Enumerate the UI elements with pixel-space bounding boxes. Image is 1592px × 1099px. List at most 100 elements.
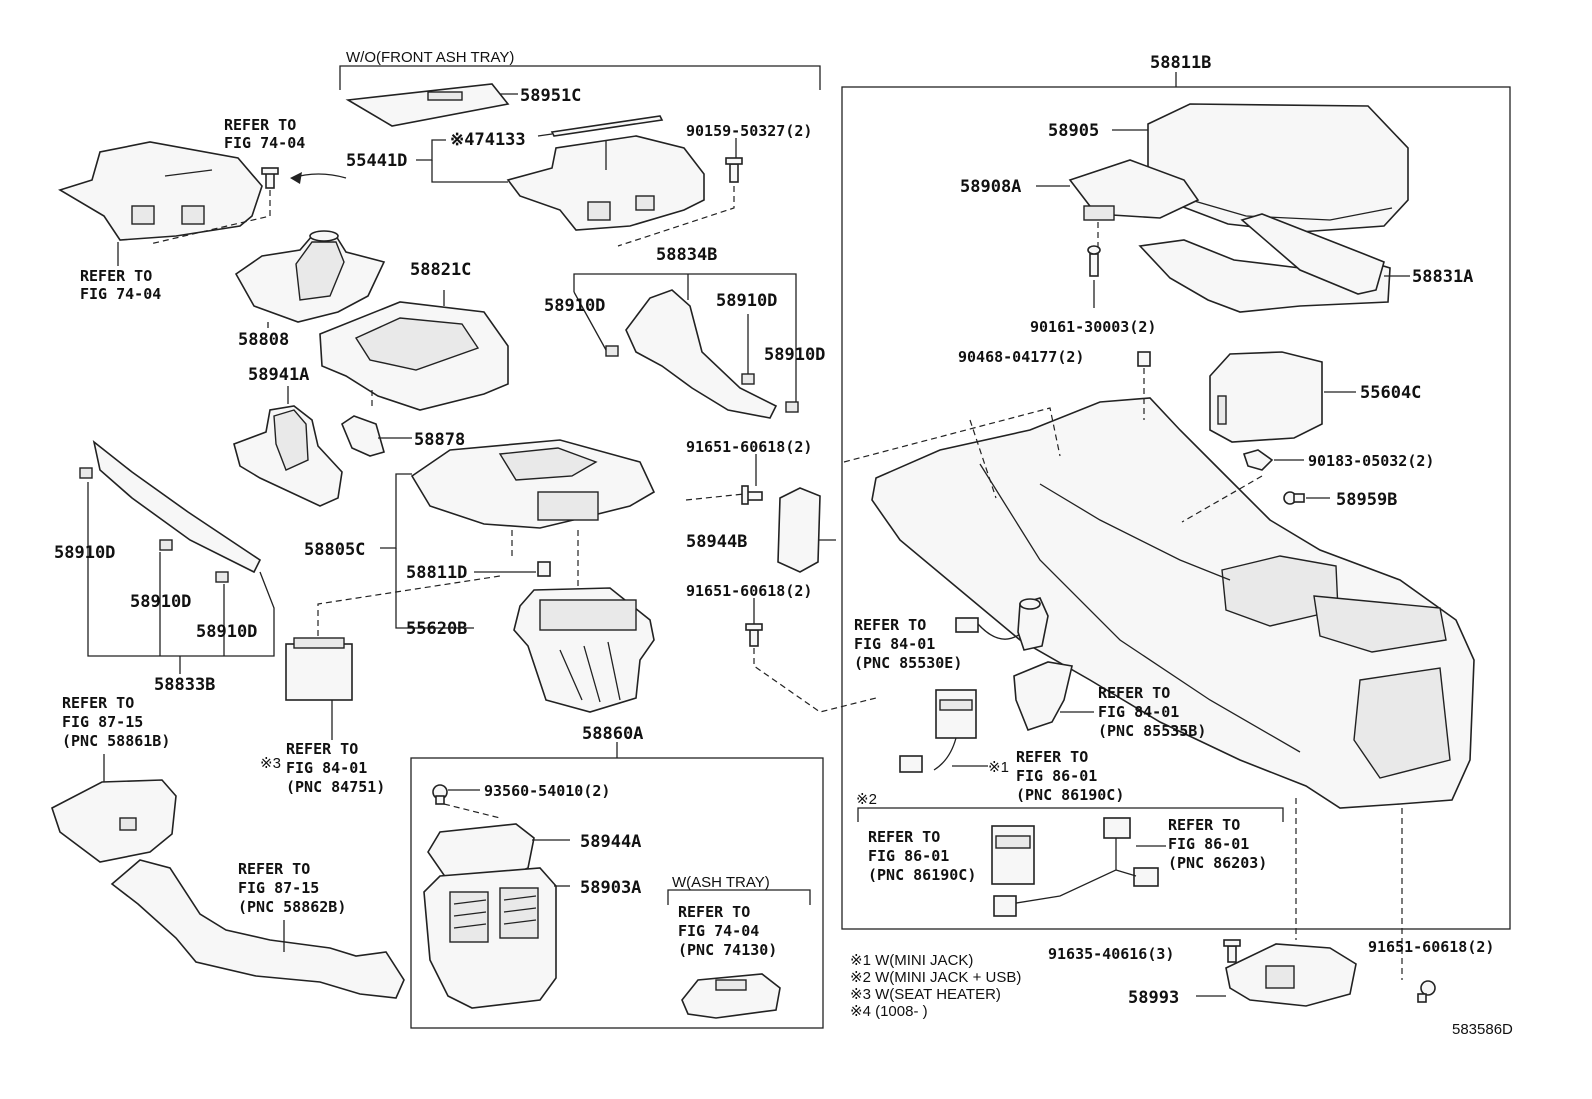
box-55620b-part (513, 587, 655, 713)
label-58903a: 58903A (580, 878, 641, 898)
label-93560: 93560-54010(2) (484, 782, 610, 800)
label-58821c: 58821C (410, 260, 471, 280)
label-55620b: 55620B (406, 619, 467, 639)
screw-icon (725, 157, 743, 183)
screw-icon (1417, 980, 1436, 1003)
label-74133: ※474133 (450, 130, 526, 150)
shift-boot-58808-part (234, 230, 386, 323)
label-58993: 58993 (1128, 988, 1179, 1008)
label-58805c: 58805C (304, 540, 365, 560)
front-ash-tray-label: W/O(FRONT ASH TRAY) (346, 49, 514, 66)
label-58910d-2: 58910D (716, 291, 777, 311)
ash-tray-bracket (667, 889, 811, 905)
label-58910d-6: 58910D (196, 622, 257, 642)
label-90161: 90161-30003(2) (1030, 318, 1156, 336)
label-58951c: 58951C (520, 86, 581, 106)
label-90468: 90468-04177(2) (958, 348, 1084, 366)
clip-58811d-part (537, 561, 551, 577)
label-90183: 90183-05032(2) (1308, 452, 1434, 470)
housing-55441d-part (506, 135, 705, 231)
duct-58862b-part (110, 859, 405, 999)
gear-housing-58941a-part (233, 405, 343, 507)
nut-90183-part (1242, 449, 1274, 471)
label-58941a: 58941A (248, 365, 309, 385)
screw-icon (1087, 245, 1101, 277)
label-58834b: 58834B (656, 245, 717, 265)
ash-tray-label: W(ASH TRAY) (672, 874, 770, 891)
screw-icon (1283, 491, 1305, 505)
module-58944b-part (777, 487, 821, 573)
armrest-58905-part (1147, 103, 1409, 233)
hinge-58908a-part (1068, 159, 1200, 221)
label-58910d-4: 58910D (54, 543, 115, 563)
label-91651-3: 91651-60618(2) (1368, 938, 1494, 956)
strip-74133-part (550, 115, 664, 137)
upper-bezel-part (58, 141, 263, 241)
seat-heater-switch-part (285, 637, 353, 701)
label-58959b: 58959B (1336, 490, 1397, 510)
marker-2: ※2 (856, 791, 877, 808)
label-58808: 58808 (238, 330, 289, 350)
group-58811b-label: 58811B (1150, 53, 1211, 73)
label-90159: 90159-50327(2) (686, 122, 812, 140)
label-58905: 58905 (1048, 121, 1099, 141)
switch-86190c-part (899, 689, 977, 773)
ash-tray-part (681, 973, 781, 1019)
screw-icon (261, 167, 279, 189)
clip-90468-part (1137, 351, 1151, 367)
label-58910d-1: 58910D (544, 296, 605, 316)
legend-2: ※2 W(MINI JACK + USB) (850, 969, 1021, 986)
label-58910d-5: 58910D (130, 592, 191, 612)
insert-58878-part (341, 415, 385, 457)
trim-58834b-part (605, 289, 799, 419)
screw-icon (432, 784, 448, 805)
label-91651-2: 91651-60618(2) (686, 582, 812, 600)
panel-58821c-part (319, 301, 509, 411)
shifter-panel-58805c-part (410, 439, 656, 529)
label-58833b: 58833B (154, 675, 215, 695)
trim-58831a-part (1138, 213, 1391, 313)
tray-55604c-part (1209, 351, 1323, 443)
screw-icon (1223, 939, 1241, 963)
marker-1: ※1 (988, 759, 1009, 776)
lid-58951c-part (345, 83, 510, 127)
label-58944a: 58944A (580, 832, 641, 852)
usb-bracket (857, 807, 1284, 822)
vent-58903a-part (423, 867, 557, 1009)
label-58908a: 58908A (960, 177, 1021, 197)
front-ash-tray-bracket (339, 65, 821, 90)
legend-4: ※4 (1008- ) (850, 1003, 928, 1020)
socket-85530e-part (955, 597, 1049, 651)
label-58831a: 58831A (1412, 267, 1473, 287)
arrow-head-icon (290, 172, 302, 184)
harness-86203-part (993, 817, 1159, 917)
label-58811d: 58811D (406, 563, 467, 583)
group-58860a-label: 58860A (582, 724, 643, 744)
legend-3: ※3 W(SEAT HEATER) (850, 986, 1001, 1003)
jack-85535b-part (1013, 661, 1073, 731)
label-55604c: 55604C (1360, 383, 1421, 403)
legend-1: ※1 W(MINI JACK) (850, 952, 973, 969)
screw-icon (741, 485, 763, 505)
console-body-part (871, 397, 1475, 809)
label-55441d: 55441D (346, 151, 407, 171)
label-58910d-3: 58910D (764, 345, 825, 365)
side-trim-58833b-part (79, 439, 262, 583)
duct-58861b-part (51, 779, 177, 863)
switch-86190c-usb-part (991, 825, 1035, 885)
label-91635: 91635-40616(3) (1048, 945, 1174, 963)
label-58878: 58878 (414, 430, 465, 450)
screw-icon (745, 623, 763, 647)
label-58944b: 58944B (686, 532, 747, 552)
